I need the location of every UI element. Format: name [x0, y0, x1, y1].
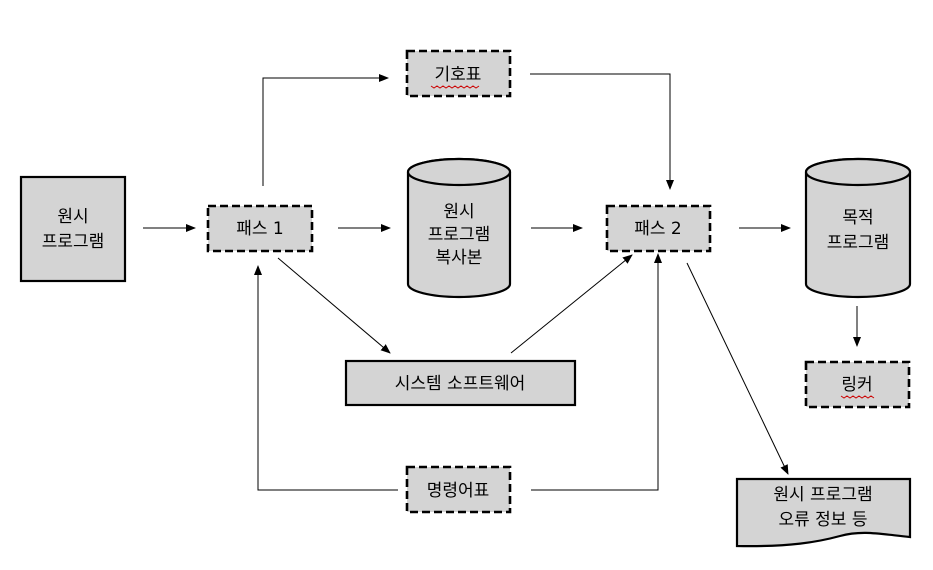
object-program-label-2: 프로그램	[827, 233, 890, 253]
linker-label: 링커	[841, 375, 872, 395]
error-info-document: 원시 프로그램 오류 정보 등	[735, 477, 912, 548]
object-program-label-1: 목적	[842, 208, 873, 228]
symbol-table-label: 기호표	[435, 65, 482, 85]
pass2-box: 패스 2	[605, 204, 712, 253]
error-info-label-2: 오류 정보 등	[778, 510, 867, 530]
source-copy-cylinder: 원시 프로그램 복사본	[406, 157, 512, 299]
pass1-label: 패스 1	[236, 219, 284, 239]
system-software-label: 시스템 소프트웨어	[395, 374, 526, 394]
spellcheck-underline	[430, 85, 480, 89]
source-program-label-1: 원시	[57, 207, 88, 227]
object-program-cylinder: 목적 프로그램	[804, 157, 912, 299]
source-copy-label-2: 프로그램	[428, 225, 491, 245]
opcode-table-box: 명령어표	[405, 465, 512, 514]
pass1-box: 패스 1	[206, 204, 314, 253]
source-program-box: 원시 프로그램	[19, 175, 127, 283]
symbol-table-box: 기호표	[405, 49, 512, 98]
spellcheck-underline	[840, 395, 875, 399]
arrow-opcode-table-to-pass2	[531, 253, 662, 491]
arrow-pass1-to-symbol-table	[262, 74, 389, 186]
error-info-label-1: 원시 프로그램	[773, 485, 872, 505]
system-software-box: 시스템 소프트웨어	[344, 359, 577, 407]
source-copy-label-3: 복사본	[436, 248, 483, 268]
linker-box: 링커	[804, 360, 911, 409]
pass2-label: 패스 2	[634, 219, 682, 239]
arrow-opcode-table-to-pass1	[254, 265, 398, 491]
connectors	[143, 73, 861, 491]
arrow-pass2-to-error-info	[686, 262, 789, 475]
arrow-symbol-table-to-pass2	[530, 73, 674, 190]
source-copy-label-1: 원시	[443, 202, 474, 222]
arrow-pass1-to-system-software	[277, 257, 391, 354]
arrow-system-software-to-pass2	[510, 254, 633, 354]
opcode-table-label: 명령어표	[427, 481, 490, 501]
source-program-label-2: 프로그램	[42, 232, 105, 252]
